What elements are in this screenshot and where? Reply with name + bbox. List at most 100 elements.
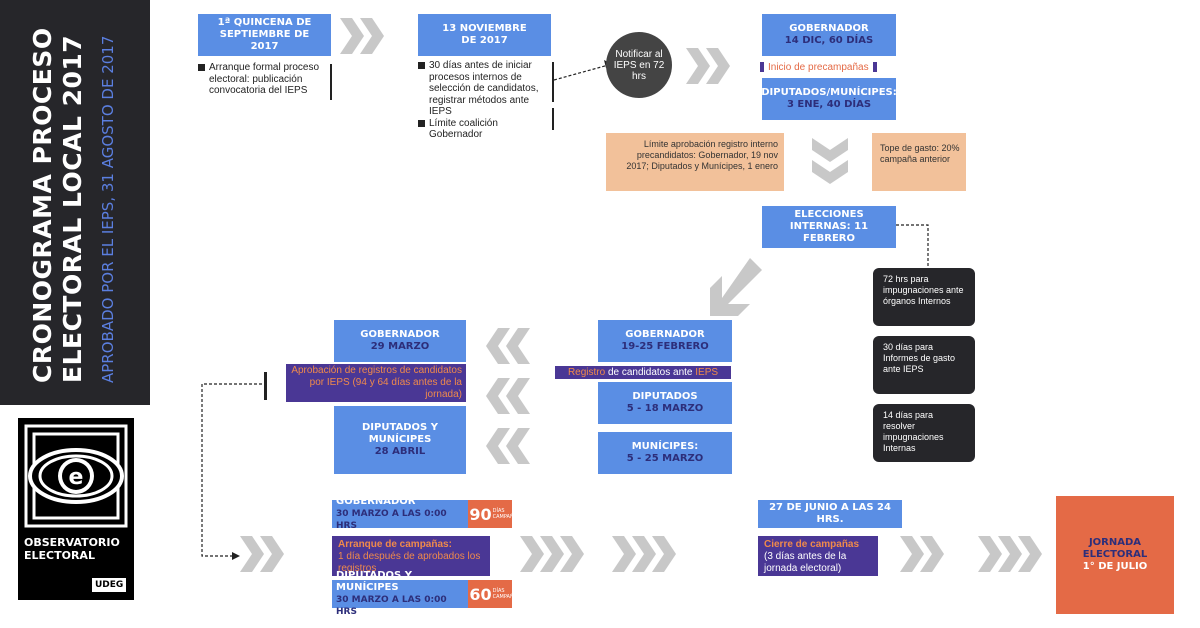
cierre-date-label: 27 DE JUNIO A LAS 24 HRS.: [769, 502, 891, 525]
aprobacion-label-text: Aprobación de registros de candidatos po…: [291, 365, 462, 400]
jornada-electoral: JORNADA ELECTORAL 1° DE JULIO: [1056, 496, 1174, 614]
precampana-label: Inicio de precampañas: [760, 61, 877, 73]
registro-municipes-title: MUNÍCIPES:: [631, 441, 699, 452]
chevron-right-icon: [686, 48, 730, 84]
aprobacion-gobernador-title: GOBERNADOR: [360, 329, 440, 340]
campana-gobernador-title: GOBERNADOR: [336, 496, 416, 507]
peach-limit-registro: Límite aprobación registro interno preca…: [606, 133, 784, 191]
jornada-title: JORNADA ELECTORAL: [1082, 537, 1148, 560]
chevron-right-icon: [900, 536, 944, 572]
milestone-november-label: 13 NOVIEMBRE DE 2017: [442, 23, 527, 46]
gobernador-title: GOBERNADOR: [789, 23, 869, 34]
dark-box-text: 72 hrs para impugnaciones ante órganos I…: [883, 274, 964, 306]
peach-tope-text: Tope de gasto: 20% campaña anterior: [880, 143, 960, 164]
chevron-right-icon: [340, 18, 384, 54]
dark-box-resolver: 14 días para resolver impugnaciones Inte…: [873, 404, 975, 462]
chevron-right-icon: [240, 536, 284, 572]
days-label: DÍAS CAMPAÑA: [492, 588, 518, 600]
aprobacion-diputados-date: 28 ABRIL: [374, 446, 426, 457]
bullet-icon: [418, 119, 425, 127]
cierre-title: Cierre de campañas: [764, 539, 860, 550]
campana-gobernador-date: 30 MARZO A LAS 0:00 HRS: [336, 509, 447, 531]
registro-label-part3: IEPS: [695, 367, 719, 378]
divider: [552, 108, 554, 130]
registro-label-part2: de candidatos ante: [605, 367, 696, 378]
peach-limit-text: Límite aprobación registro interno preca…: [626, 139, 778, 171]
days-number: 60: [469, 584, 492, 604]
registro-gobernador-title: GOBERNADOR: [625, 329, 705, 340]
logo: e OBSERVATORIO ELECTORAL UDEG: [18, 418, 134, 600]
marker: [760, 62, 764, 72]
campana-gobernador-days: 90 DÍAS CAMPAÑA: [468, 500, 517, 528]
days-number: 90: [469, 504, 492, 524]
divider: [330, 64, 332, 100]
gobernador-date: 14 DIC, 60 DÍAS: [784, 35, 874, 46]
sidebar-panel: CRONOGRAMA PROCESO ELECTORAL LOCAL 2017 …: [0, 0, 150, 405]
bullet-text: Límite coalición Gobernador: [429, 117, 498, 141]
dashed-connector: [896, 224, 929, 268]
campana-gobernador: GOBERNADOR 30 MARZO A LAS 0:00 HRS 90 DÍ…: [332, 496, 517, 531]
registro-label-part1: Registro: [567, 367, 606, 378]
chevron-left-icon: [486, 378, 530, 414]
registro-diputados: DIPUTADOS 5 - 18 MARZO: [598, 382, 732, 424]
chevron-down-icon: [812, 138, 848, 184]
bullet-text: 30 días antes de iniciar procesos intern…: [429, 60, 539, 117]
aprobacion-gobernador-date: 29 MARZO: [370, 341, 430, 352]
registro-diputados-title: DIPUTADOS: [632, 391, 698, 402]
aprobacion-label: Aprobación de registros de candidatos po…: [286, 364, 466, 402]
campana-diputados: DIPUTADOS Y MUNÍCIPES 30 MARZO A LAS 0:0…: [332, 570, 518, 617]
aprobacion-gobernador: GOBERNADOR 29 MARZO: [334, 320, 466, 362]
logo-text-line1: OBSERVATORIO: [24, 536, 120, 549]
chevron-left-icon: [486, 328, 530, 364]
logo-text: OBSERVATORIO ELECTORAL: [24, 536, 120, 562]
campana-diputados-days: 60 DÍAS CAMPAÑA: [468, 580, 518, 608]
chevron-right-icon: [978, 536, 1042, 572]
aprobacion-diputados-title: DIPUTADOS Y MUNÍCIPES: [362, 422, 438, 445]
chevron-right-icon: [520, 536, 584, 572]
bullet-icon: [198, 64, 205, 71]
bullet-icon: [418, 62, 425, 69]
chevron-down-left-icon: [710, 258, 762, 316]
cierre-date: 27 DE JUNIO A LAS 24 HRS.: [758, 500, 902, 528]
dark-box-informes: 30 días para Informes de gasto ante IEPS: [873, 336, 975, 394]
dark-box-impugnaciones: 72 hrs para impugnaciones ante órganos I…: [873, 268, 975, 326]
arranque-text: 1 día después de aprobados los registros: [338, 551, 481, 574]
eye-logo-icon: e: [22, 422, 130, 530]
milestone-internas: ELECCIONES INTERNAS: 11 FEBRERO: [762, 206, 896, 248]
campana-gobernador-box: GOBERNADOR 30 MARZO A LAS 0:00 HRS: [332, 496, 468, 531]
chevron-left-icon: [486, 428, 530, 464]
campana-diputados-title: DIPUTADOS Y MUNÍCIPES: [336, 570, 412, 593]
registro-label: Registro de candidatos ante IEPS: [555, 366, 731, 379]
precampana-text: Inicio de precampañas: [768, 61, 869, 73]
milestone-november: 13 NOVIEMBRE DE 2017: [418, 14, 551, 56]
notify-circle: Notificar al IEPS en 72 hrs: [606, 32, 672, 98]
chevron-right-icon: [612, 536, 676, 572]
logo-text-line2: ELECTORAL: [24, 549, 95, 562]
milestone-september: 1ª QUINCENA DE SEPTIEMBRE DE 2017: [198, 14, 331, 56]
cierre-campanas: Cierre de campañas (3 días antes de la j…: [758, 536, 878, 576]
notify-circle-label: Notificar al IEPS en 72 hrs: [613, 48, 665, 82]
campana-diputados-box: DIPUTADOS Y MUNÍCIPES 30 MARZO A LAS 0:0…: [332, 570, 468, 617]
diputados-date: 3 ENE, 40 DÍAS: [786, 99, 872, 110]
dark-box-text: 14 días para resolver impugnaciones Inte…: [883, 410, 944, 453]
milestone-gobernador-precampana: GOBERNADOR 14 DIC, 60 DÍAS: [762, 14, 896, 56]
bullet-list-september: Arranque formal proceso electoral: publi…: [198, 62, 332, 97]
registro-municipes-date: 5 - 25 MARZO: [626, 453, 704, 464]
peach-tope-gasto: Tope de gasto: 20% campaña anterior: [872, 133, 966, 191]
milestone-september-label: 1ª QUINCENA DE SEPTIEMBRE DE 2017: [217, 17, 312, 52]
svg-text:e: e: [69, 465, 84, 490]
logo-badge: UDEG: [92, 578, 127, 592]
registro-municipes: MUNÍCIPES: 5 - 25 MARZO: [598, 432, 732, 474]
jornada-date: 1° DE JULIO: [1082, 561, 1148, 572]
campana-diputados-date: 30 MARZO A LAS 0:00 HRS: [336, 595, 447, 617]
registro-diputados-date: 5 - 18 MARZO: [626, 403, 704, 414]
marker: [872, 62, 877, 72]
aprobacion-diputados: DIPUTADOS Y MUNÍCIPES 28 ABRIL: [334, 406, 466, 474]
registro-gobernador-date: 19-25 FEBRERO: [621, 341, 709, 352]
dashed-connector: [553, 63, 613, 81]
milestone-diputados-precampana: DIPUTADOS/MUNÍCIPES: 3 ENE, 40 DÍAS: [761, 78, 897, 120]
dashed-connector: [201, 383, 262, 557]
diputados-title: DIPUTADOS/MUNÍCIPES:: [761, 87, 897, 98]
cierre-text: (3 días antes de la jornada electoral): [764, 551, 847, 574]
